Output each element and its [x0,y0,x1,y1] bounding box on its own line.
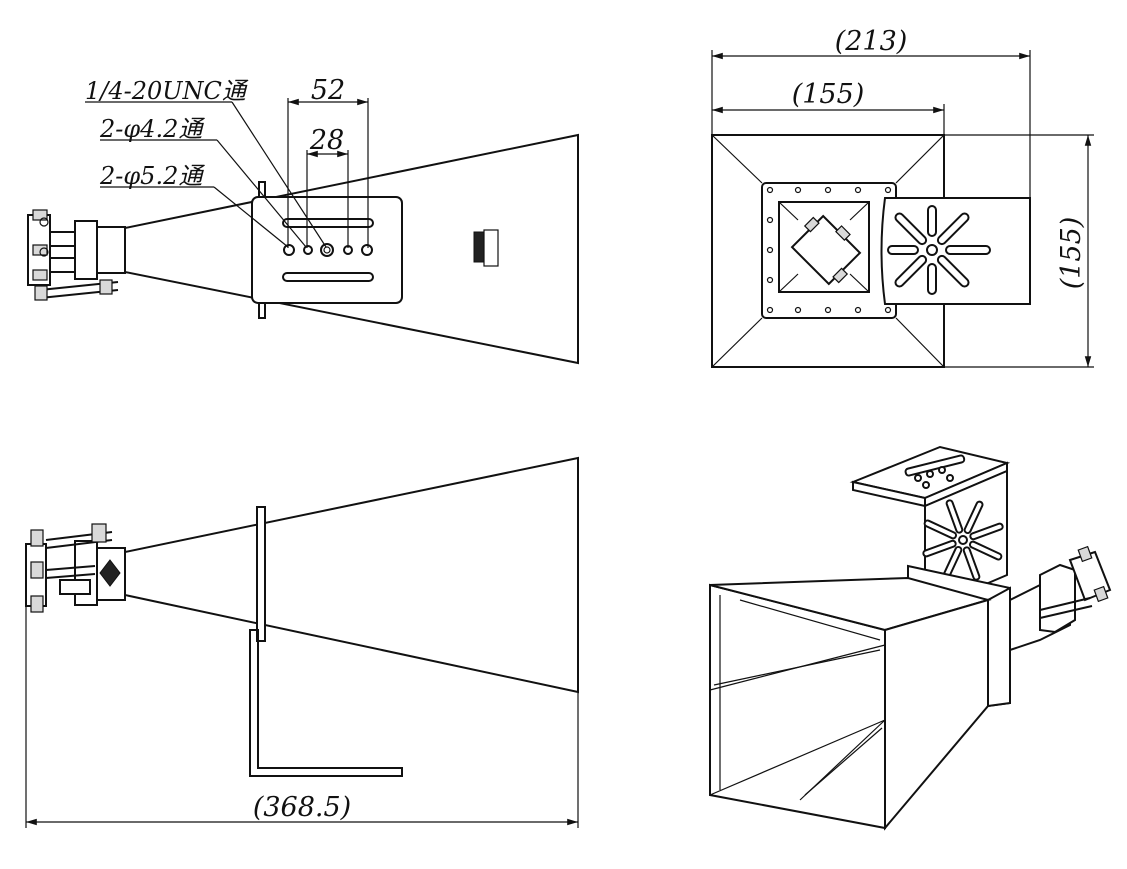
waveguide-block [94,226,126,274]
connector-assembly-side [25,523,113,613]
slot-upper [282,218,374,228]
waveguide-flange [74,220,98,280]
dim-155-vertical: (155) [1056,217,1087,290]
side-view: (368.5) [25,456,579,828]
hole-phi4-2-left [303,245,313,255]
dim-155-horizontal: (155) [792,79,865,110]
dim-213: (213) [835,26,908,57]
front-view: 52 28 1/4-20UNC通 2-φ4.2通 2-φ5.2通 [27,75,579,365]
horn-nameplate [473,231,485,263]
connector-assembly-front [27,209,119,301]
isometric-view [709,445,1112,831]
iso-horn-side [884,598,989,831]
hole-unc-thread [320,243,334,257]
dim-28: 28 [309,125,344,156]
iso-connector [1039,545,1112,619]
radial-slot-pattern [887,205,991,295]
dim-368-5: (368.5) [253,792,351,823]
waveguide-opening [778,201,870,293]
top-view: (213) (155) (155) [711,26,1094,368]
horn-body-side [124,456,579,694]
connector-top [790,214,862,286]
bracket-l-shape [249,629,403,777]
slot-lower [282,272,374,282]
waveguide-flange-side [74,540,98,606]
callout-phi5-2: 2-φ5.2通 [99,162,205,190]
hole-phi5-2-left [283,244,295,256]
bracket-vertical-upper [256,506,266,642]
callout-phi4-2: 2-φ4.2通 [99,115,205,143]
hole-phi5-2-right [361,244,373,256]
connector-mark [99,559,121,587]
plate-tab-top [258,181,266,198]
dim-52: 52 [311,75,345,106]
plate-tab-bottom [258,302,266,319]
callout-unc-thread: 1/4-20UNC通 [85,77,249,105]
